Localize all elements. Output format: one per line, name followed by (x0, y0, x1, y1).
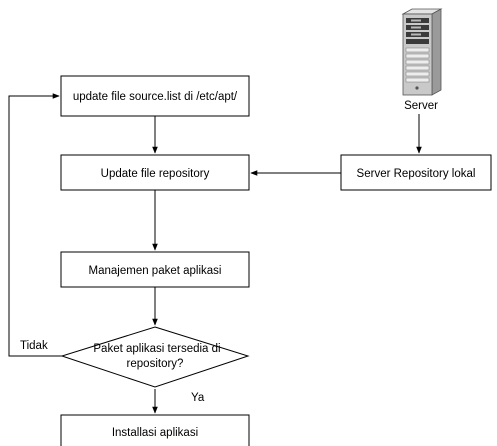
arrow-no-loop-back (8, 93, 62, 357)
server-tower-icon (401, 8, 443, 96)
server-repository-box (340, 154, 492, 191)
server-label: Server (404, 100, 438, 112)
decision-diamond (60, 326, 250, 388)
server-repository-label: Server Repository lokal (357, 168, 476, 180)
decision-label-line2: repository? (127, 358, 184, 370)
step-install-label: Installasi aplikasi (112, 427, 198, 439)
step-install-box (60, 414, 250, 446)
step-update-repository-label: Update file repository (101, 168, 210, 180)
no-branch-label: Tidak (20, 340, 48, 352)
decision-label-line1: Paket aplikasi tersedia di (93, 343, 220, 355)
step-update-sources-label: update file source.list di /etc/apt/ (73, 91, 238, 103)
yes-branch-label: Ya (191, 392, 205, 404)
step-update-sources-box (60, 75, 250, 117)
step-package-management-label: Manajemen paket aplikasi (89, 265, 222, 277)
step-package-management-box (60, 251, 250, 288)
step-update-repository-box (60, 154, 250, 191)
